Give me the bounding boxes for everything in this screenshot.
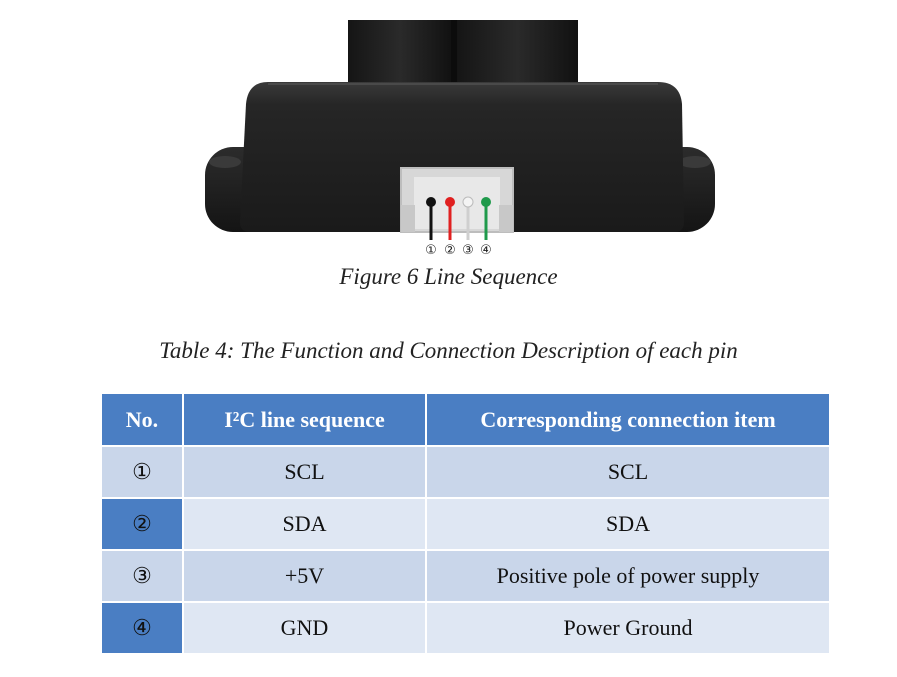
pin-line: +5V [182, 549, 427, 603]
header-connection-item: Corresponding connection item [425, 392, 831, 447]
table-row: ④ GND Power Ground [100, 601, 831, 655]
wire-black [426, 197, 436, 240]
pin-number: ④ [100, 601, 184, 655]
wire-label-4: ④ [480, 243, 492, 258]
right-lens [457, 20, 578, 88]
pin-number: ① [100, 445, 184, 499]
pin-connection: SCL [425, 445, 831, 499]
table-caption: Table 4: The Function and Connection Des… [159, 338, 738, 363]
wire-red [445, 197, 455, 240]
pin-number: ② [100, 497, 184, 551]
sensor-body [240, 82, 684, 232]
table-row: ③ +5V Positive pole of power supply [100, 549, 831, 603]
left-lens [348, 20, 452, 88]
wire-label-1: ① [425, 243, 437, 258]
wire-green [481, 197, 491, 240]
figure-caption: Figure 6 Line Sequence [339, 264, 558, 289]
table-row: ① SCL SCL [100, 445, 831, 499]
pin-connection: Positive pole of power supply [425, 549, 831, 603]
table-row: ② SDA SDA [100, 497, 831, 551]
pin-function-table: No. I²C line sequence Corresponding conn… [100, 392, 831, 655]
pin-line: GND [182, 601, 427, 655]
pin-line: SDA [182, 497, 427, 551]
pin-connection: SDA [425, 497, 831, 551]
wire-label-2: ② [444, 243, 456, 258]
header-line-sequence: I²C line sequence [182, 392, 427, 447]
table-header-row: No. I²C line sequence Corresponding conn… [100, 392, 831, 447]
sensor-product-image: ① ② ③ ④ [205, 20, 715, 258]
header-no: No. [100, 392, 184, 447]
wire-white [462, 196, 474, 240]
pin-number: ③ [100, 549, 184, 603]
pin-connection: Power Ground [425, 601, 831, 655]
pin-line: SCL [182, 445, 427, 499]
wire-label-3: ③ [462, 243, 474, 258]
